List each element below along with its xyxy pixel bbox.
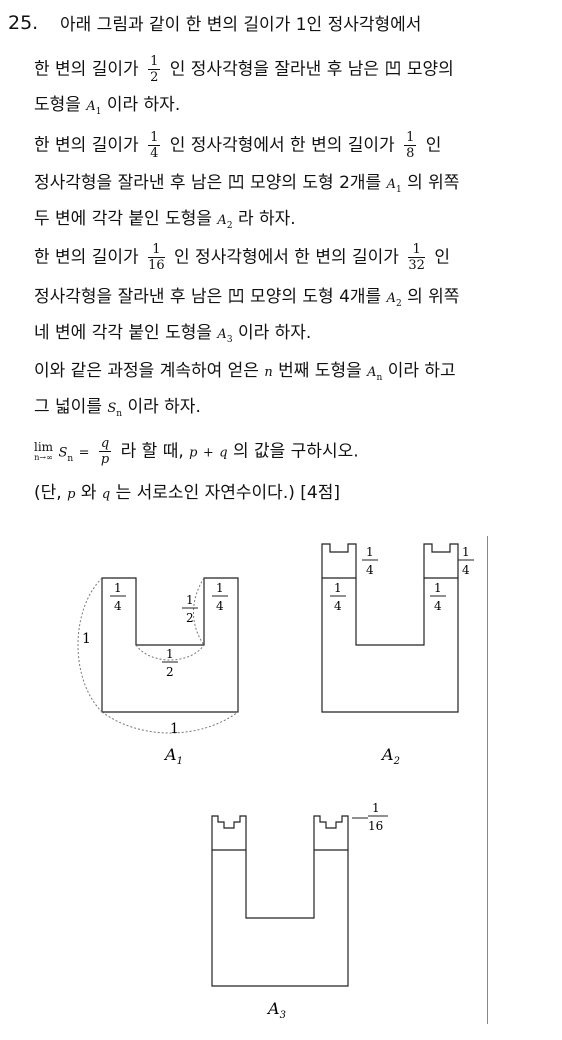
problem-line-6: 두 변에 각각 붙인 도형을 A2 라 하자. — [34, 209, 296, 231]
divider-line — [487, 536, 488, 1024]
svg-text:1: 1 — [372, 801, 380, 815]
svg-text:1: 1 — [462, 545, 470, 559]
problem-line-10: 이와 같은 과정을 계속하여 얻은 n 번째 도형을 An 이라 하고 — [34, 361, 456, 383]
problem-line-5: 정사각형을 잘라낸 후 남은 凹 모양의 도형 2개를 A1 의 위쪽 — [34, 173, 460, 195]
svg-text:1: 1 — [334, 581, 342, 595]
svg-text:1: 1 — [114, 581, 122, 595]
fig1-caption: A1 — [163, 745, 183, 767]
figure-a2: 1 4 1 4 1 4 1 4 A2 — [321, 543, 474, 767]
svg-text:4: 4 — [216, 599, 224, 613]
problem-line-3: 도형을 A1 이라 하자. — [34, 95, 181, 117]
figure-a3: 1 16 A3 — [211, 801, 388, 1021]
svg-text:1: 1 — [186, 593, 194, 607]
fig3-caption: A3 — [266, 999, 286, 1021]
problem-line-9: 네 변에 각각 붙인 도형을 A3 이라 하자. — [34, 323, 312, 345]
svg-text:4: 4 — [334, 599, 342, 613]
svg-text:2: 2 — [166, 665, 174, 679]
problem-line-11: 그 넓이를 Sn 이라 하자. — [34, 397, 201, 419]
problem-line-1: 아래 그림과 같이 한 변의 길이가 1인 정사각형에서 — [60, 15, 422, 35]
svg-text:4: 4 — [462, 563, 470, 577]
problem-line-13: (단, p 와 q 는 서로소인 자연수이다.) [4점] — [34, 483, 340, 503]
fig2-caption: A2 — [380, 745, 400, 767]
svg-text:1: 1 — [166, 647, 174, 661]
figure-a1: 1 1 1 4 1 4 1 2 1 2 A1 — [77, 577, 239, 767]
svg-text:1: 1 — [366, 545, 374, 559]
svg-text:4: 4 — [114, 599, 122, 613]
fig1-one-left: 1 — [82, 631, 91, 647]
svg-text:2: 2 — [186, 611, 194, 625]
svg-text:1: 1 — [434, 581, 442, 595]
svg-text:4: 4 — [366, 563, 374, 577]
fig1-one-bottom: 1 — [170, 721, 179, 737]
problem-line-8: 정사각형을 잘라낸 후 남은 凹 모양의 도형 4개를 A2 의 위쪽 — [34, 287, 460, 309]
svg-text:16: 16 — [368, 819, 383, 833]
problem-number: 25. — [8, 12, 39, 34]
svg-text:1: 1 — [216, 581, 224, 595]
svg-text:4: 4 — [434, 599, 442, 613]
